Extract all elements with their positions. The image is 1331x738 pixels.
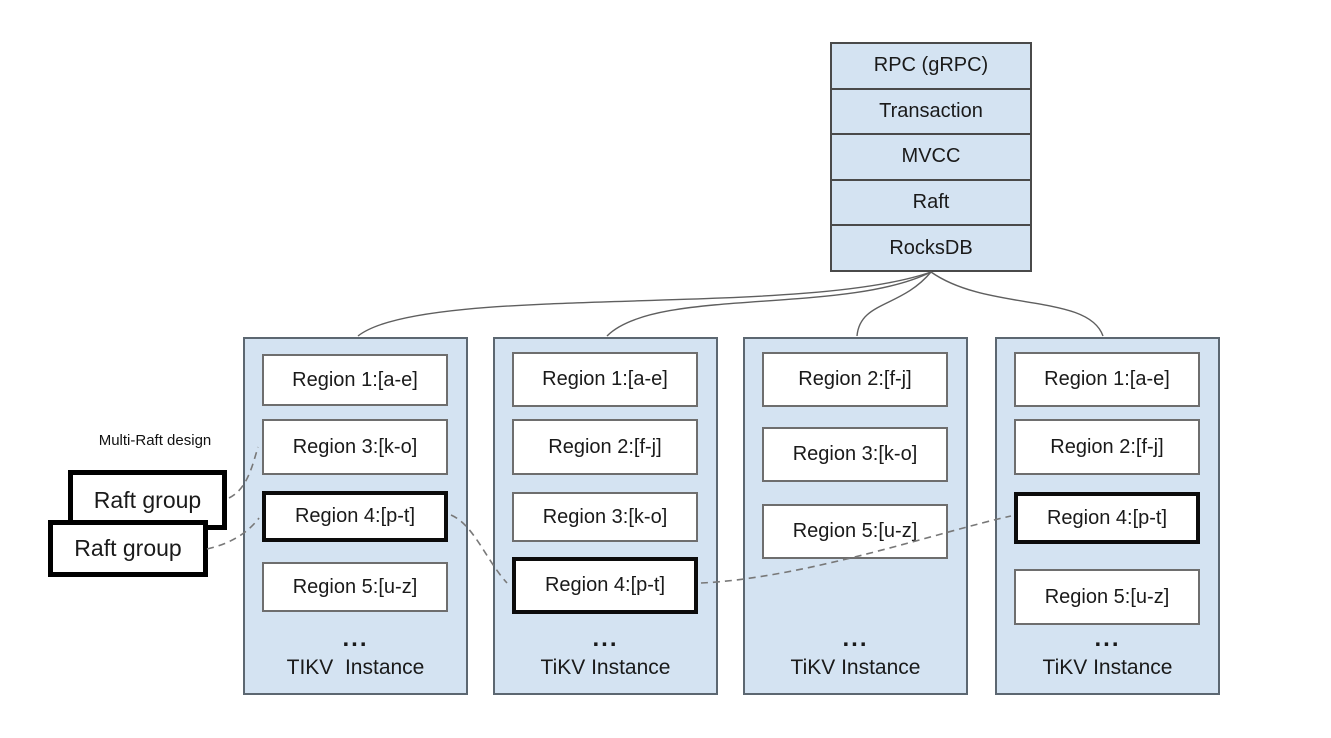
ellipsis: ...: [342, 625, 369, 652]
multi-raft-caption: Multi-Raft design: [98, 432, 212, 449]
region-box: Region 2:[f-j]: [762, 352, 948, 407]
region-box: Region 2:[f-j]: [1014, 419, 1200, 475]
region-box-emphasized: Region 4:[p-t]: [1014, 492, 1200, 544]
region-box-emphasized: Region 4:[p-t]: [262, 491, 448, 542]
region-box: Region 5:[u-z]: [262, 562, 448, 612]
instance-name: TIKV Instance: [286, 656, 425, 679]
instance-name: TiKV Instance: [790, 656, 921, 679]
region-box: Region 1:[a-e]: [262, 354, 448, 406]
region-label: Region 4:[p-t]: [544, 574, 666, 596]
ellipsis: ...: [1094, 625, 1121, 652]
region-label: Region 1:[a-e]: [1044, 368, 1170, 390]
region-label: Region 5:[u-z]: [1044, 585, 1170, 608]
stack-to-instance-4-connector: [930, 271, 1104, 337]
region-box: Region 3:[k-o]: [512, 492, 698, 542]
region-box: Region 5:[u-z]: [1014, 569, 1200, 625]
region-label: Region 4:[p-t]: [1046, 506, 1168, 529]
region-label: Region 2:[f-j]: [1050, 435, 1164, 458]
region-label: Region 3:[k-o]: [292, 435, 418, 458]
region-box: Region 1:[a-e]: [1014, 352, 1200, 407]
region-box: Region 1:[a-e]: [512, 352, 698, 407]
region-label: Region 3:[k-o]: [792, 443, 918, 465]
region-label: Region 5:[u-z]: [292, 575, 418, 598]
region-box: Region 3:[k-o]: [262, 419, 448, 475]
region-label: Region 2:[f-j]: [798, 368, 912, 390]
region-box: Region 3:[k-o]: [762, 427, 948, 482]
tikv-instance-3: Region 2:[f-j] Region 3:[k-o] Region 5:[…: [743, 337, 968, 695]
region-box-emphasized: Region 4:[p-t]: [512, 557, 698, 614]
instance-name: TiKV Instance: [1042, 656, 1173, 679]
region-label: Region 1:[a-e]: [542, 368, 668, 390]
stack-layer-transaction: Transaction: [832, 90, 1030, 136]
raft-group-box: Raft group: [48, 520, 208, 577]
tikv-instance-2: Region 1:[a-e] Region 2:[f-j] Region 3:[…: [493, 337, 718, 695]
ellipsis: ...: [592, 625, 619, 652]
region-label: Region 3:[k-o]: [542, 505, 668, 528]
region-box: Region 2:[f-j]: [512, 419, 698, 475]
region-label: Region 4:[p-t]: [294, 505, 416, 527]
stack-layer-rocksdb: RocksDB: [889, 236, 973, 259]
stack-to-instance-1-connector: [357, 271, 932, 337]
stack-layer-raft: Raft: [832, 181, 1030, 227]
tikv-software-stack: RPC (gRPC) Transaction MVCC Raft RocksDB: [830, 42, 1032, 272]
stack-layer-mvcc: MVCC: [832, 135, 1030, 181]
stack-layer-rpc: RPC (gRPC): [832, 44, 1030, 90]
stack-to-instance-2-connector: [606, 271, 932, 337]
region-box: Region 5:[u-z]: [762, 504, 948, 559]
region-label: Region 1:[a-e]: [292, 368, 418, 391]
ellipsis: ...: [842, 625, 869, 652]
tikv-instance-4: Region 1:[a-e] Region 2:[f-j] Region 4:[…: [995, 337, 1220, 695]
region-label: Region 2:[f-j]: [548, 435, 662, 458]
region-label: Region 5:[u-z]: [792, 520, 918, 542]
instance-name: TiKV Instance: [540, 656, 671, 679]
stack-to-instance-3-connector: [856, 271, 932, 337]
tikv-instance-1: Region 1:[a-e] Region 3:[k-o] Region 4:[…: [243, 337, 468, 695]
